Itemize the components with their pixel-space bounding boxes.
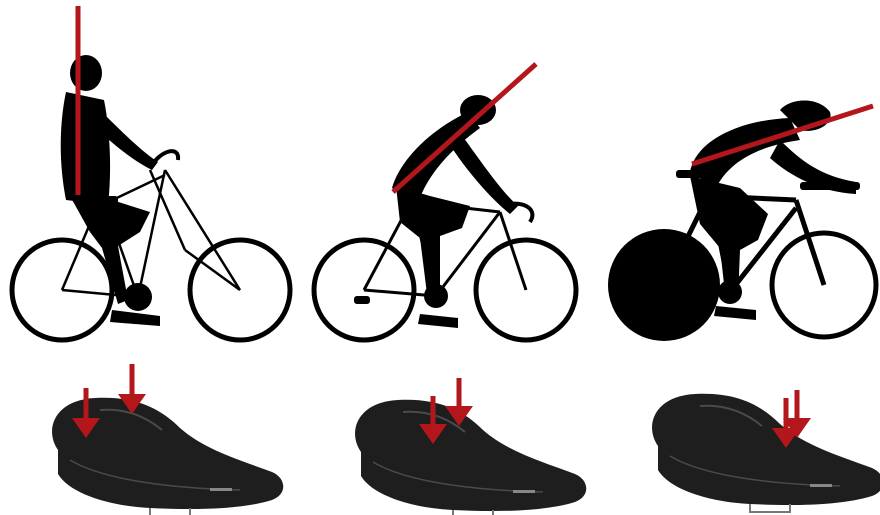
rear-derailleur — [354, 296, 370, 304]
rider-shoe — [714, 306, 756, 320]
rider-arm — [448, 130, 518, 214]
upright-bicycle-silhouette — [12, 151, 290, 340]
panel-road — [314, 64, 576, 340]
chainring — [718, 280, 742, 304]
chainring — [124, 283, 152, 311]
posture-line-diagonal — [393, 64, 536, 192]
saddle-logo-mark — [810, 484, 832, 487]
bike-saddle — [676, 170, 712, 178]
saddle-body — [355, 400, 586, 511]
saddle-logo-mark — [210, 488, 232, 491]
saddle-rails — [750, 504, 790, 512]
panel-aero — [608, 101, 876, 342]
rider-head — [70, 55, 102, 91]
saddle-logo-mark — [513, 490, 535, 493]
panel-upright — [12, 6, 290, 340]
aero-bars — [800, 182, 860, 190]
bike-saddle — [80, 196, 118, 204]
saddle-body — [652, 394, 880, 505]
saddle-rails — [150, 508, 190, 515]
saddle-aero — [652, 394, 880, 512]
rider-shoe — [110, 310, 160, 326]
saddle-road — [355, 400, 586, 515]
rider-shoe — [418, 314, 458, 328]
chainring — [424, 284, 448, 308]
rider-torso — [61, 92, 110, 205]
